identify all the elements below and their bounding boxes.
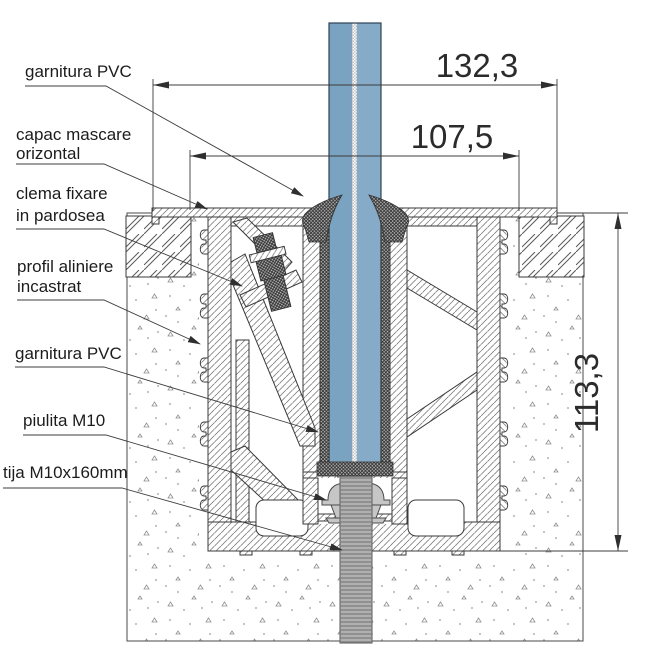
glass-interlayer bbox=[351, 22, 358, 467]
floor-tile-right bbox=[518, 215, 585, 278]
label-clema-1: clema fixare bbox=[16, 184, 108, 203]
glass-pane-left bbox=[329, 23, 352, 466]
threaded-rod bbox=[339, 475, 373, 644]
callout-leaders bbox=[3, 85, 343, 551]
label-profil-2: incastrat bbox=[17, 277, 82, 296]
dimension-inner-width: 107,5 bbox=[189, 118, 520, 211]
label-garnitura-pvc-top: garnitura PVC bbox=[25, 62, 132, 81]
label-clema-2: in pardosea bbox=[16, 206, 105, 225]
callout-labels: garnitura PVC capac mascare orizontal cl… bbox=[3, 62, 132, 482]
gasket-strip-left bbox=[319, 213, 330, 471]
gasket-bottom bbox=[316, 461, 394, 477]
glass-pane-right bbox=[357, 23, 381, 466]
label-tija: tija M10x160mm bbox=[3, 463, 128, 482]
profile-right-wall bbox=[476, 212, 501, 552]
label-profil-1: profil aliniere bbox=[17, 257, 113, 276]
glass-panel bbox=[328, 22, 382, 467]
dimension-embed-height: 113,3 bbox=[392, 212, 628, 552]
dim-inner-width-value: 107,5 bbox=[411, 118, 494, 155]
dim-overall-width-value: 132,3 bbox=[436, 47, 519, 84]
gasket-wedge-right bbox=[368, 194, 409, 243]
profile-left-wall bbox=[207, 212, 232, 552]
label-capac-mascare-1: capac mascare bbox=[16, 125, 131, 144]
clamp-screw bbox=[248, 232, 292, 312]
label-capac-mascare-2: orizontal bbox=[16, 144, 80, 163]
gasket-wedge-left bbox=[302, 194, 343, 243]
floor-tile-left bbox=[125, 215, 192, 278]
dimension-overall-width: 132,3 bbox=[152, 47, 558, 211]
gasket-strip-right bbox=[380, 213, 391, 471]
dim-embed-height-value: 113,3 bbox=[568, 353, 605, 433]
pvc-gaskets bbox=[302, 194, 409, 477]
label-piulita: piulita M10 bbox=[23, 411, 105, 430]
label-garnitura-pvc-mid: garnitura PVC bbox=[15, 344, 122, 363]
shoe-wall-right bbox=[389, 225, 408, 481]
